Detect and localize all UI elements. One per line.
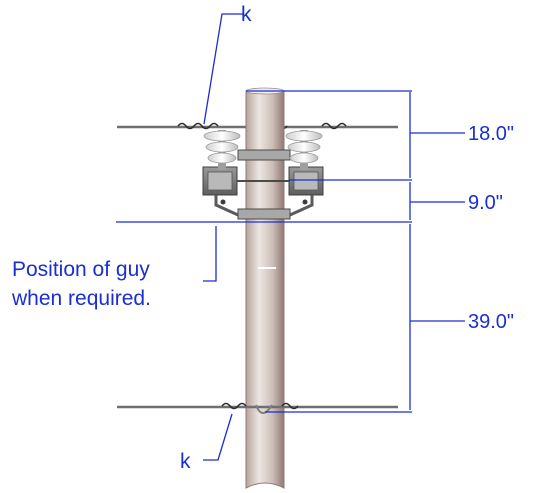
lower-attachment: [255, 404, 273, 414]
tie-wire-right: [321, 122, 347, 130]
lower-wire: [117, 402, 398, 414]
dimension-lines: [116, 13, 465, 461]
pole-band-bottom: [237, 208, 291, 220]
tie-wire-left: [177, 122, 219, 130]
callout-k-top: k: [241, 3, 252, 26]
guy-position-label-line2: when required.: [11, 287, 151, 310]
insulator-left: [203, 130, 241, 170]
crossarm-bracket: [202, 149, 324, 220]
pole-band-top: [237, 149, 291, 161]
guy-position-label-line1: Position of guy: [12, 258, 150, 281]
dimension-9in: 9.0": [468, 192, 503, 214]
dimension-39in: 39.0": [468, 311, 514, 333]
utility-pole: [245, 87, 285, 489]
dimension-18in: 18.0": [468, 123, 514, 145]
insulator-right: [285, 130, 323, 170]
callout-k-bottom: k: [180, 450, 191, 473]
